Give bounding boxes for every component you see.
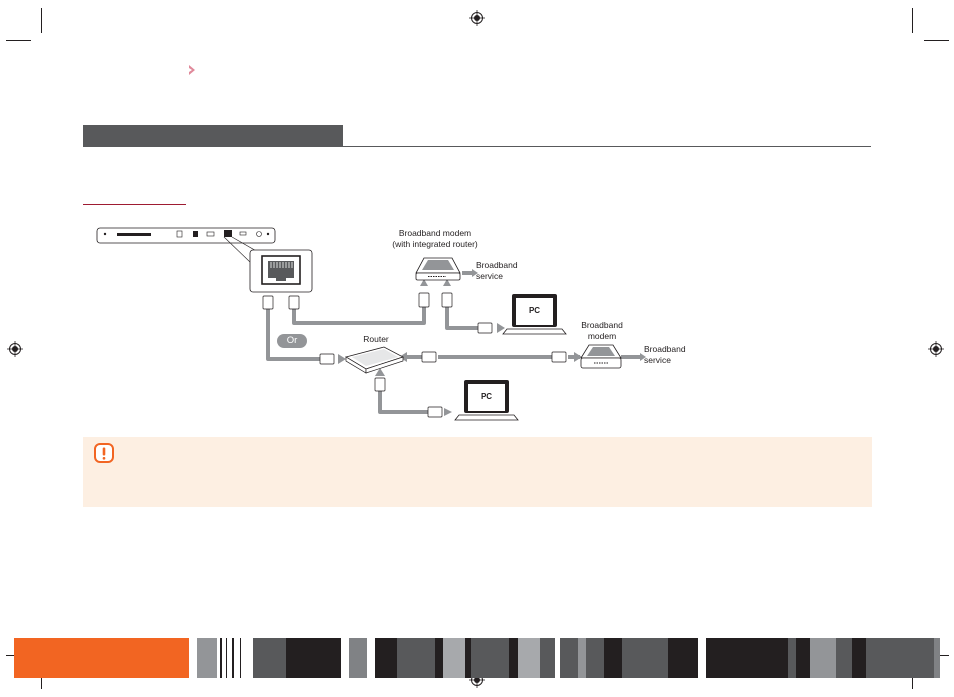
label-broadband-service-1: Broadband [476, 260, 518, 270]
device-rear-panel [96, 227, 276, 244]
label-broadband-service-1-sub: service [476, 271, 503, 281]
label-broadband-modem: Broadband [581, 320, 623, 330]
router [344, 346, 405, 374]
laptop-pc-icon [502, 294, 567, 335]
crop-mark-top-right-h [924, 40, 949, 41]
crop-mark-top-left-v [41, 8, 42, 33]
registration-mark-icon [7, 341, 23, 357]
chevron-right-icon [189, 65, 195, 75]
label-pc-2: PC [480, 392, 493, 401]
footer-accent-bar [14, 638, 189, 678]
section-heading-rule [83, 146, 871, 147]
subheading-underline [83, 204, 186, 205]
registration-mark-icon [469, 10, 485, 26]
label-broadband-modem-integrated: Broadband modem [398, 228, 472, 238]
broadband-modem [580, 344, 622, 369]
label-broadband-modem-sub: modem [587, 331, 617, 341]
crop-mark-top-right-v [912, 8, 913, 33]
label-broadband-service-2-sub: service [644, 355, 671, 365]
note-box [83, 437, 872, 507]
registration-mark-icon [928, 341, 944, 357]
lan-port-zoom [249, 249, 313, 293]
label-pc-1: PC [528, 306, 541, 315]
exclamation-icon [94, 443, 114, 463]
broadband-modem-integrated [415, 257, 461, 281]
section-heading-bar [83, 125, 343, 146]
footer-color-bars [197, 638, 940, 678]
label-with-integrated-router: (with integrated router) [392, 239, 478, 249]
crop-mark-top-left-h [6, 40, 31, 41]
label-broadband-service-2: Broadband [644, 344, 686, 354]
label-router: Router [363, 334, 389, 344]
or-badge: Or [277, 334, 307, 348]
laptop-pc-icon [454, 380, 519, 421]
